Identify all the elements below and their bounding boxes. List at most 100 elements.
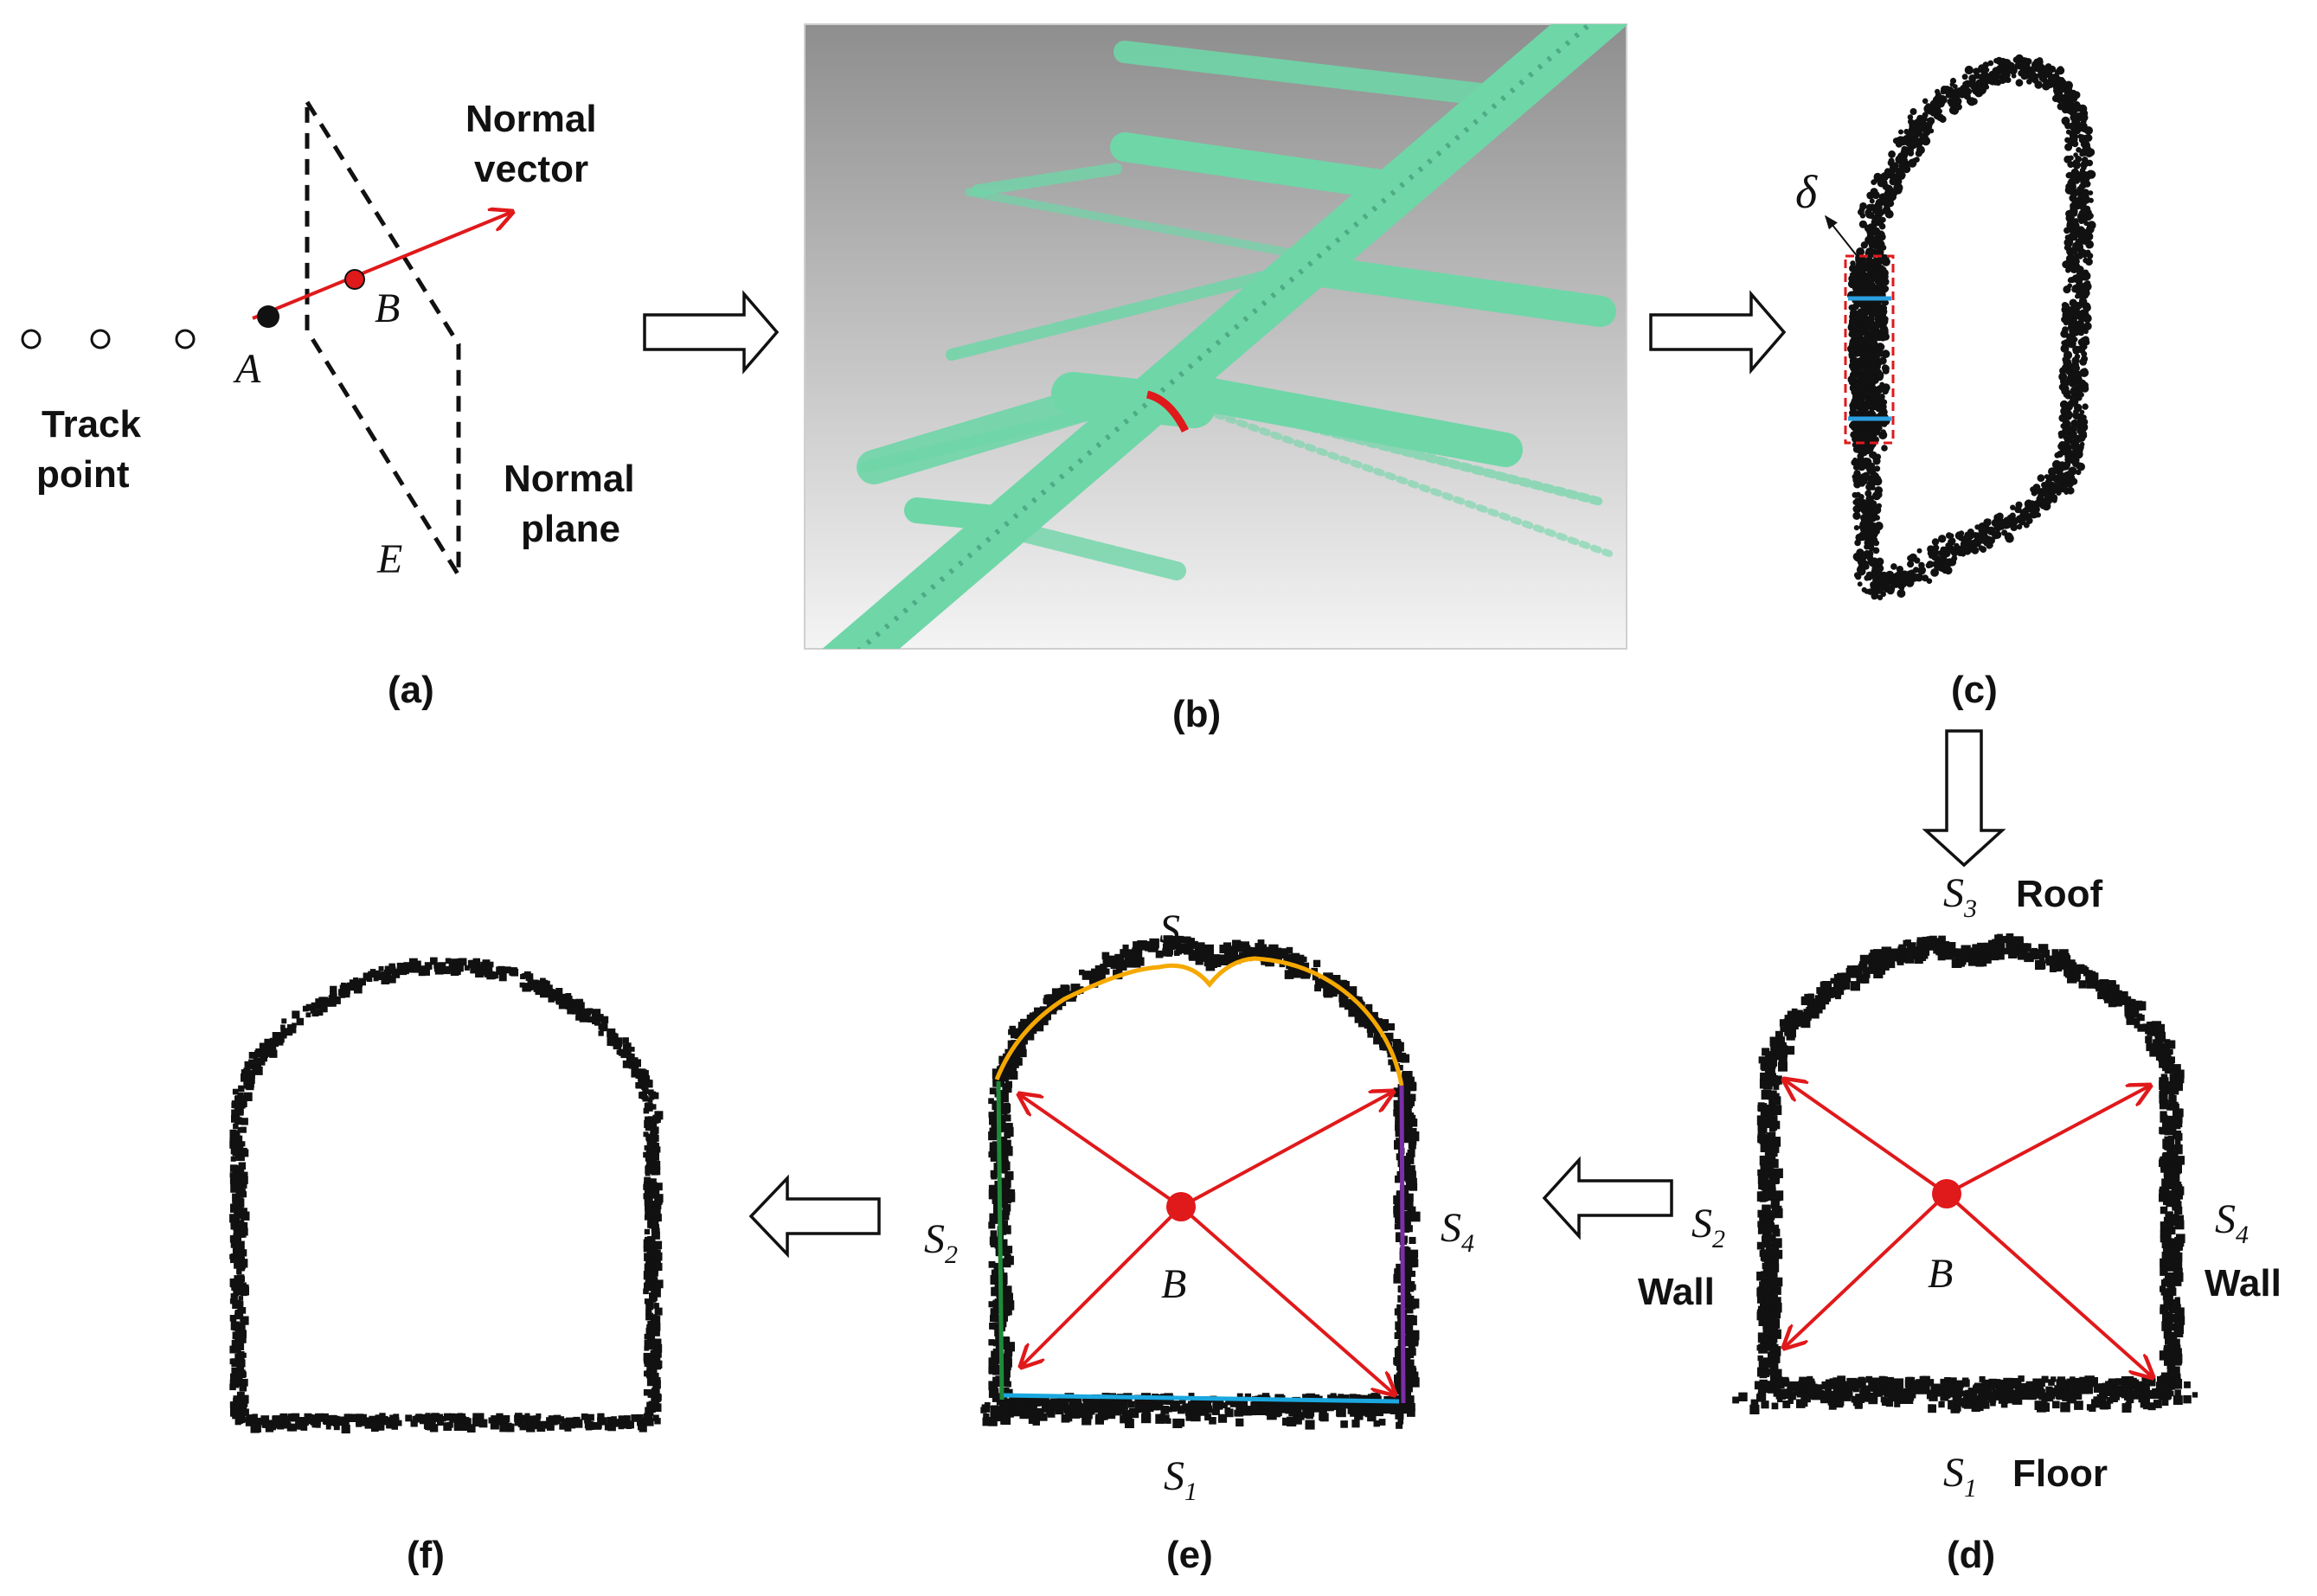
panel-a: A B E Normal vector Track point Normal p… [21,94,635,711]
cloud-point [1853,525,1859,531]
cloud-point [1838,979,1845,985]
cloud-point [1771,1284,1778,1291]
cloud-point [1844,1394,1852,1401]
cloud-point [1989,1395,1997,1403]
cloud-point [1761,1073,1769,1081]
cloud-point [1756,1311,1766,1321]
cloud-point [1874,386,1884,394]
label-point-a: A [233,346,261,392]
cloud-point [2154,1032,2165,1042]
cloud-point [2076,469,2082,476]
cloud-point [1956,955,1967,965]
cloud-point [2024,952,2034,963]
cloud-point [1761,1401,1769,1409]
cloud-point [1929,128,1935,134]
cloud-point [1882,367,1890,375]
cloud-point [1405,1266,1413,1272]
cloud-point [1958,530,1965,536]
cloud-point [1403,1123,1413,1132]
cloud-point [1963,80,1972,88]
cloud-point [1393,1208,1403,1218]
caption-a: (a) [388,669,434,711]
cloud-point [2163,1391,2172,1400]
cloud-point [2052,477,2058,483]
cloud-point [1079,969,1085,976]
cloud-point [1867,507,1872,512]
panel-c: δ (c) [1795,54,2096,711]
cloud-point [1364,1020,1372,1029]
delta-strip [1844,254,1895,445]
cloud-point [1813,1003,1823,1014]
cloud-point [2173,1395,2183,1405]
cloud-point [992,1323,1000,1330]
cloud-point [2159,1189,2165,1195]
cloud-point [2054,69,2060,75]
cloud-point [1203,944,1214,955]
cloud-point [2073,434,2083,444]
cloud-point [1409,1249,1419,1259]
cloud-point [2017,937,2024,945]
cloud-point [1759,1370,1768,1379]
cloud-point [988,1221,996,1229]
cloud-point [2076,329,2084,337]
cloud-point [1875,424,1883,432]
cloud-point [992,1348,999,1355]
cloud-point [1986,518,1992,524]
cloud-point [1849,372,1858,381]
cloud-point [991,1148,998,1154]
cloud-point [1387,1022,1395,1031]
cloud-point [2020,60,2029,68]
wall-right-label: Wall [2205,1262,2282,1304]
cloud-point [1939,115,1947,123]
cloud-point [1877,587,1884,594]
cloud-point [1292,1398,1300,1406]
cloud-point [1929,108,1938,117]
cloud-point [1149,938,1159,949]
cloud-point [2086,149,2092,155]
cloud-point [1915,150,1922,157]
cloud-point [988,1388,999,1398]
cloud-point [2071,431,2077,437]
cloud-point [2159,1058,2169,1068]
cloud-point [1390,1064,1398,1072]
cloud-point [1319,1413,1329,1422]
cloud-point [2173,1354,2183,1363]
cloud-point [2074,1388,2083,1396]
cloud-point [2158,1384,2168,1394]
cloud-point [2079,441,2085,447]
cloud-point [1776,1376,1783,1382]
cloud-point [2192,1392,2198,1398]
cloud-point [2159,1080,2168,1090]
cloud-point [2057,103,2065,110]
cloud-point [1409,1131,1420,1142]
cloud-point [1769,1125,1776,1132]
cloud-point [1933,946,1941,954]
cloud-point [1286,946,1293,954]
cloud-point [1876,1384,1885,1394]
cloud-point [1833,1398,1844,1408]
cloud-point [2085,240,2095,249]
cloud-point [1773,1168,1783,1178]
cloud-point [2082,271,2091,281]
cloud-point [2172,1276,2182,1286]
cloud-point [1871,472,1880,481]
cloud-point [1988,939,1998,950]
cloud-point [2062,954,2069,961]
cloud-point [2073,324,2080,330]
cloud-point [1852,511,1861,520]
cloud-point [1127,1401,1135,1408]
cloud-point [1762,1262,1768,1269]
cloud-point [1769,1115,1778,1124]
cloud-point [1998,1394,2009,1404]
cloud-point [1855,261,1864,270]
cloud-point [2083,313,2092,324]
cloud-point [2168,1338,2177,1348]
cloud-point [1814,995,1826,1005]
cloud-point [1000,1367,1010,1377]
cloud-point [1749,1404,1760,1414]
cloud-point [2160,1285,2166,1292]
cloud-point [1763,1258,1774,1268]
cloud-point [1878,267,1884,273]
cloud-point [1101,965,1107,971]
cloud-point [1319,1407,1327,1416]
